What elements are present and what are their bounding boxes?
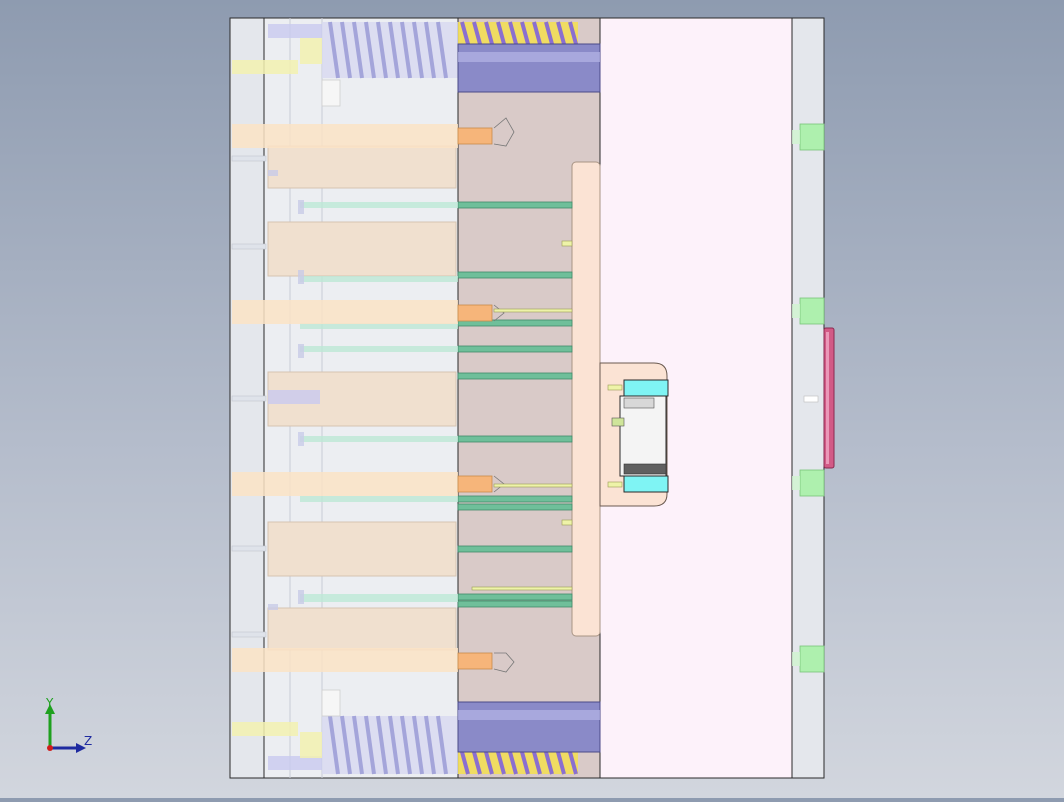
cyan-insert-bottom [623,475,669,493]
z-axis-label: Z [84,734,93,748]
insert-shade-top [623,397,655,409]
y-axis-label: Y [46,696,54,710]
insert-shade-bottom [623,463,667,475]
return-pin [457,304,493,322]
ejector-pin [457,600,573,608]
axis-arrows [45,704,86,753]
ejector-pin [457,345,573,353]
return-pin-faint [232,300,458,324]
ejector-pin [457,271,573,279]
cavity-insert-body [619,395,667,477]
support-block [267,145,457,189]
leader-pins [799,123,825,673]
core-insert [571,161,601,637]
ejector-pin [457,503,573,511]
support-block [267,221,457,277]
ejector-pin [457,593,573,601]
return-pin [457,652,493,670]
cyan-insert-top [623,379,669,397]
guide-bushing-bottom [457,701,601,753]
return-pins [232,124,493,672]
return-pin-faint [232,648,458,672]
insert-pin [611,417,625,427]
ejector-pin [457,435,573,443]
guide-bushing-top [457,43,601,93]
coordinate-triad: Y Z [40,696,100,758]
support-block [267,607,457,651]
sprue-bolt [803,395,819,403]
return-pin-faint [232,124,458,148]
ejector-pin [457,201,573,209]
return-pin [457,127,493,145]
support-block [267,521,457,577]
ejector-pin [457,545,573,553]
return-pin-faint [232,472,458,496]
return-pin [457,475,493,493]
ejector-pin [457,372,573,380]
ejector-pin [457,495,573,503]
